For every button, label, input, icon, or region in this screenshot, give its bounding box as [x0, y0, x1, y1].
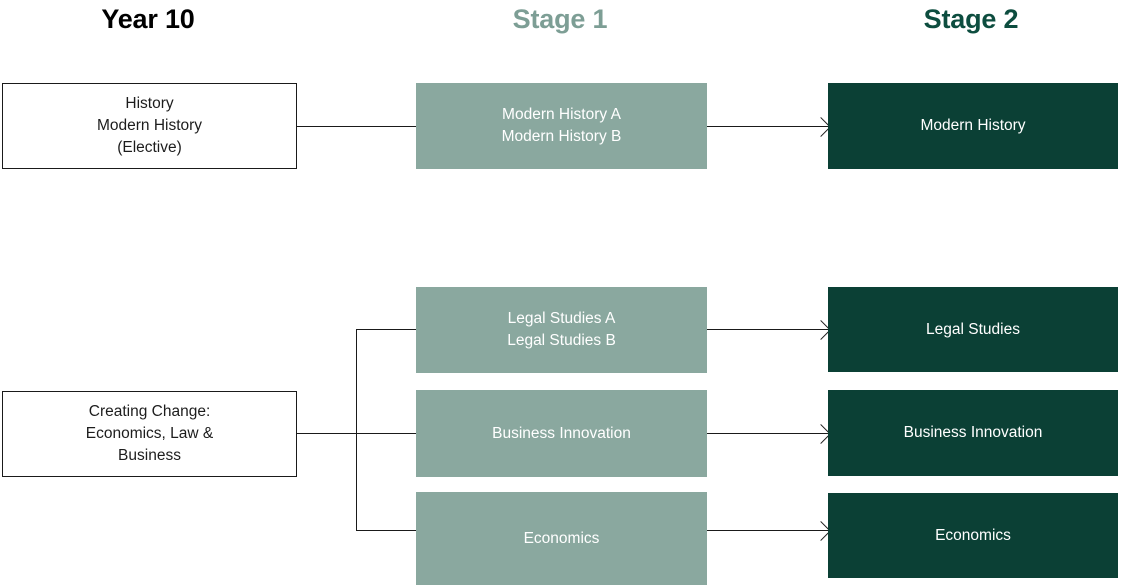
column-header-stage-2: Stage 2 — [923, 4, 1019, 34]
connector-branch-economics — [356, 530, 416, 531]
stage2-node-economics-label: Economics — [935, 526, 1011, 544]
column-header-stage-1: Stage 1 — [512, 4, 608, 34]
connector-modern-history-stage1-to-stage2 — [707, 126, 828, 127]
stage2-node-legal-studies-label: Legal Studies — [926, 320, 1020, 338]
stage1-node-economics[interactable]: Economics — [416, 492, 707, 585]
year10-node-creating-change[interactable]: Creating Change: Economics, Law & Busine… — [2, 391, 297, 477]
connector-branch-legal-studies — [356, 329, 416, 330]
stage1-node-economics-label: Economics — [523, 529, 600, 547]
stage1-node-modern-history-ab[interactable]: Modern History A Modern History B — [416, 83, 707, 169]
stage1-node-legal-studies-ab[interactable]: Legal Studies A Legal Studies B — [416, 287, 707, 373]
stage2-node-modern-history[interactable]: Modern History — [828, 83, 1118, 169]
connector-branch-business-innovation — [356, 433, 416, 434]
stage1-node-modern-history-ab-label: Modern History A Modern History B — [501, 106, 622, 145]
connector-business-innovation-stage1-to-stage2 — [707, 433, 828, 434]
stage1-node-business-innovation-label: Business Innovation — [492, 424, 631, 442]
year10-node-history[interactable]: History Modern History (Elective) — [2, 83, 297, 169]
stage2-node-legal-studies[interactable]: Legal Studies — [828, 287, 1118, 372]
column-header-year-10: Year 10 — [101, 4, 195, 34]
connector-creating-change-stem — [297, 433, 357, 434]
year10-node-creating-change-label: Creating Change: Economics, Law & Busine… — [85, 403, 214, 464]
connector-legal-studies-stage1-to-stage2 — [707, 329, 828, 330]
stage1-node-legal-studies-ab-label: Legal Studies A Legal Studies B — [507, 310, 616, 349]
stage2-node-modern-history-label: Modern History — [920, 117, 1026, 134]
connector-economics-stage1-to-stage2 — [707, 530, 828, 531]
stage1-node-business-innovation[interactable]: Business Innovation — [416, 390, 707, 477]
connector-creating-change-trunk — [356, 329, 357, 531]
stage2-node-business-innovation[interactable]: Business Innovation — [828, 390, 1118, 476]
connector-history-to-stage1 — [297, 126, 416, 127]
stage2-node-business-innovation-label: Business Innovation — [903, 424, 1043, 441]
stage2-node-economics[interactable]: Economics — [828, 493, 1118, 578]
year10-node-history-label: History Modern History (Elective) — [96, 95, 203, 156]
